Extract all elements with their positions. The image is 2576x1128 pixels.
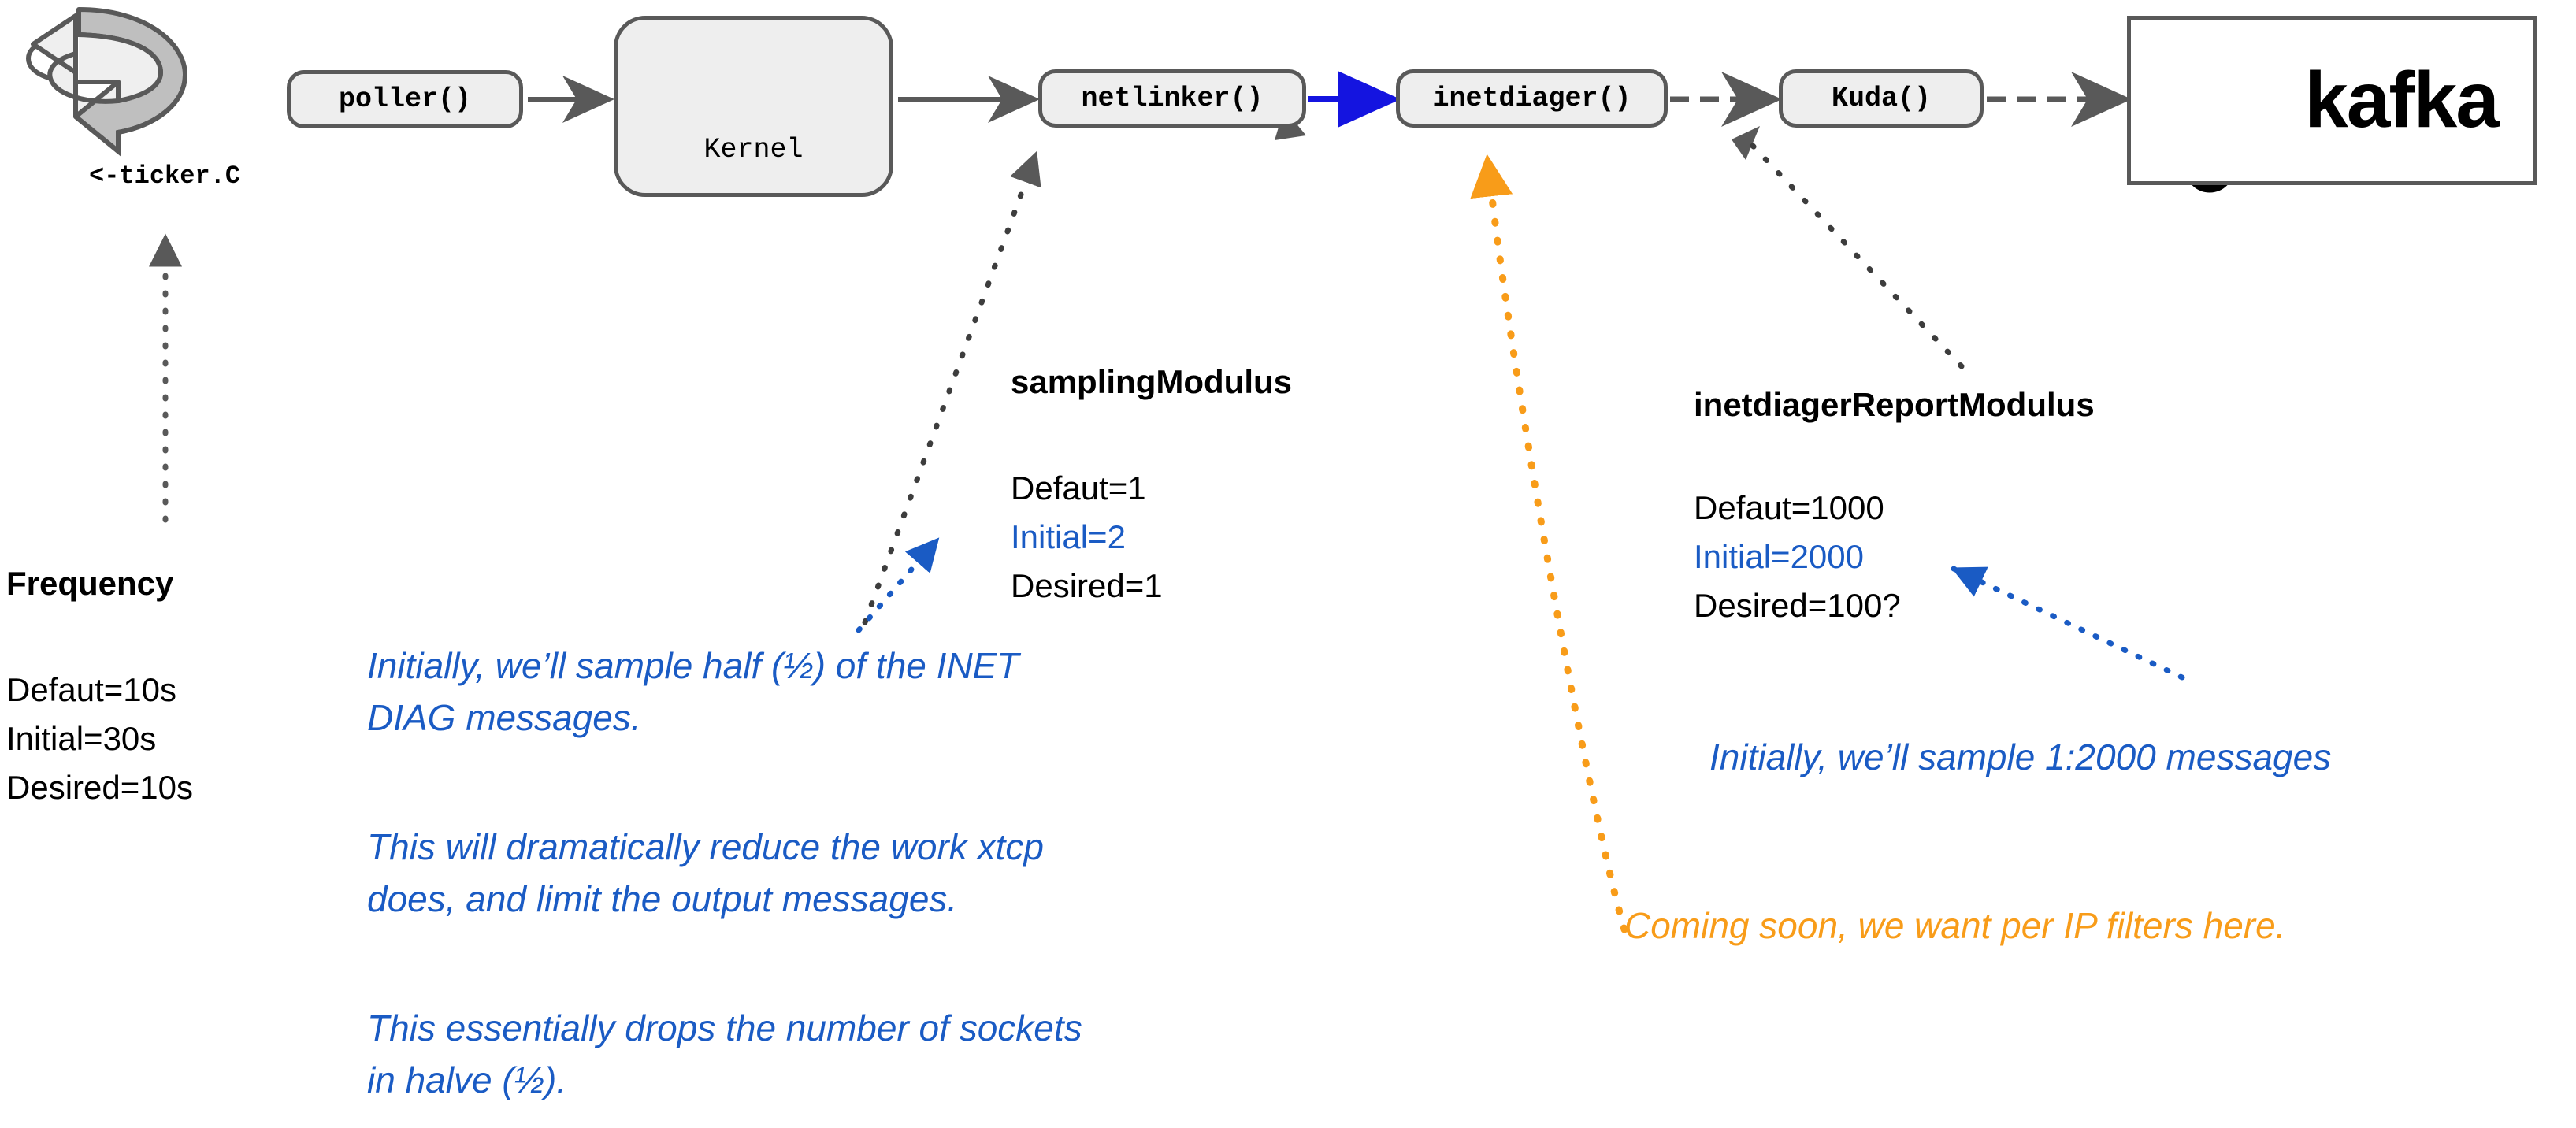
report-modulus-line-desired: Desired=100? [1694,587,1901,624]
kuda-corner-arrowhead [1732,126,1760,160]
report-modulus-line-initial: Initial=2000 [1694,538,1865,575]
ip-filters-callout-line [1470,154,1628,933]
sampling-initial-pointer [856,536,941,633]
report-initial-pointer [1951,566,2185,681]
sampling-modulus-line-initial: Initial=2 [1011,518,1126,555]
ip-filters-note: Coming soon, we want per IP filters here… [1624,905,2286,946]
node-netlinker-label: netlinker() [1081,83,1264,114]
frequency-line-default: Defaut=10s [6,671,176,708]
node-kafka[interactable]: kafka [2127,16,2537,185]
node-netlinker[interactable]: netlinker() [1038,69,1306,128]
node-inetdiager[interactable]: inetdiager() [1396,69,1668,128]
sampling-modulus-heading: samplingModulus [1011,363,1292,400]
sampling-note-2: This will dramatically reduce the work x… [367,826,1044,919]
frequency-line-desired: Desired=10s [6,769,193,806]
node-kernel-label: Kernel [703,134,804,165]
circular-loop-arrow-icon [25,7,187,157]
node-kuda[interactable]: Kuda() [1779,69,1984,128]
kafka-wordmark: kafka [2304,56,2500,144]
node-poller-label: poller() [338,83,472,115]
node-kernel[interactable]: Kernel [614,16,893,197]
sampling-note-3: This essentially drops the number of soc… [367,1007,1082,1100]
frequency-heading: Frequency [6,565,174,602]
report-note: Initially, we’ll sample 1:2000 messages [1709,737,2332,777]
report-modulus-callout-line [1750,143,1965,369]
node-poller[interactable]: poller() [287,70,523,128]
sampling-modulus-line-desired: Desired=1 [1011,567,1163,604]
node-kuda-label: Kuda() [1831,83,1932,114]
node-inetdiager-label: inetdiager() [1432,83,1631,114]
report-modulus-heading: inetdiagerReportModulus [1694,386,2095,423]
report-modulus-line-default: Defaut=1000 [1694,489,1884,526]
frequency-line-initial: Initial=30s [6,720,157,757]
sampling-note-1: Initially, we’ll sample half (½) of the … [367,645,1019,738]
ticker-label: <-ticker.C [89,161,241,191]
sampling-modulus-line-default: Defaut=1 [1011,469,1146,506]
